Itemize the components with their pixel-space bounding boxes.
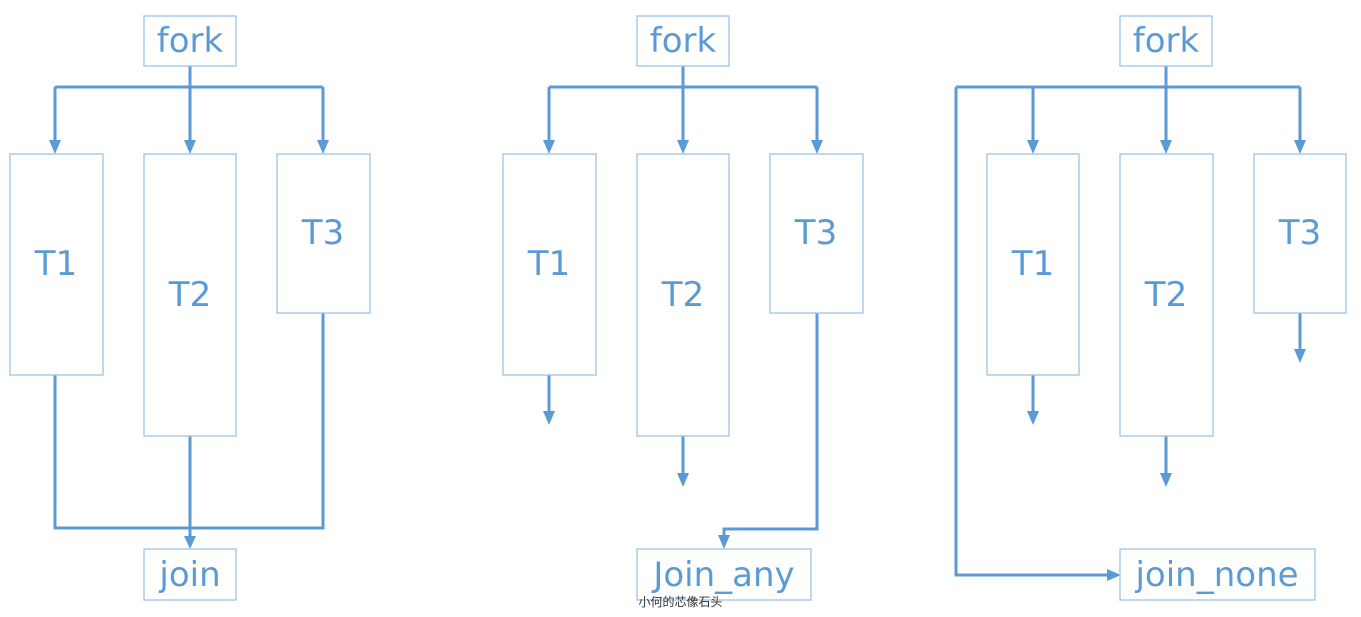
join-any-label: Join_any [651, 555, 794, 595]
join-label: join [158, 555, 220, 595]
thread-box-t1 [986, 153, 1080, 376]
thread-label-t3: T3 [794, 213, 837, 253]
fork-box [143, 15, 237, 67]
thread-label-t2: T2 [168, 275, 211, 315]
arrowhead-t3 [317, 140, 329, 154]
thread-box-t2 [143, 153, 237, 437]
fork-box [1119, 15, 1213, 67]
arrowhead-t2 [677, 140, 689, 154]
fork-to-join-none [954, 87, 1107, 577]
arrowhead-t3 [811, 140, 823, 154]
thread-label-t1: T1 [527, 244, 570, 284]
watermark-text: 小何的芯像石头 [638, 595, 723, 609]
arrowhead-t2 [1160, 140, 1172, 154]
arrowhead-t1 [543, 140, 555, 154]
thread-box-t2 [1119, 153, 1214, 437]
arrowhead-t1 [1027, 140, 1039, 154]
diagram-fork-join-any: fork T1 T2 T3 Join_any [502, 15, 864, 601]
join-none-label: join_none [1134, 555, 1298, 595]
arrowhead-join-none [1107, 569, 1121, 581]
thread-label-t3: T3 [1278, 213, 1321, 253]
diagram-fork-join-none: fork T1 T2 T3 join_none [954, 15, 1347, 601]
thread-box-t2 [636, 153, 730, 437]
t1-to-join [53, 375, 190, 530]
fork-label: fork [157, 21, 224, 61]
fork-label: fork [650, 21, 717, 61]
arrowhead-join [184, 536, 196, 549]
arrowhead-t3-exit [1294, 349, 1306, 363]
arrowhead-t2 [184, 140, 196, 154]
arrowhead-t2-exit [677, 473, 689, 487]
arrowhead-t2-exit [1160, 473, 1172, 487]
thread-label-t2: T2 [1144, 275, 1187, 315]
arrowhead-t3 [1294, 140, 1306, 154]
fork-label: fork [1133, 21, 1200, 61]
join-any-box [636, 548, 812, 601]
join-none-box [1119, 548, 1316, 601]
t3-to-join [190, 313, 325, 530]
thread-box-t3 [769, 153, 864, 314]
arrowhead-t1 [49, 140, 61, 154]
join-box [143, 548, 237, 601]
t3-to-join-any [722, 313, 819, 536]
thread-box-t3 [276, 153, 371, 314]
arrowhead-t1-exit [1027, 411, 1039, 425]
thread-label-t3: T3 [301, 213, 344, 253]
thread-label-t1: T1 [34, 244, 77, 284]
fork-box [636, 15, 730, 67]
thread-box-t3 [1253, 153, 1347, 314]
thread-label-t1: T1 [1011, 244, 1054, 284]
thread-box-t1 [9, 153, 104, 376]
arrowhead-join-any [718, 535, 730, 549]
thread-box-t1 [502, 153, 597, 376]
diagram-fork-join: fork T1 T2 T3 join [9, 15, 371, 601]
thread-label-t2: T2 [661, 275, 704, 315]
arrowhead-t1-exit [543, 411, 555, 425]
